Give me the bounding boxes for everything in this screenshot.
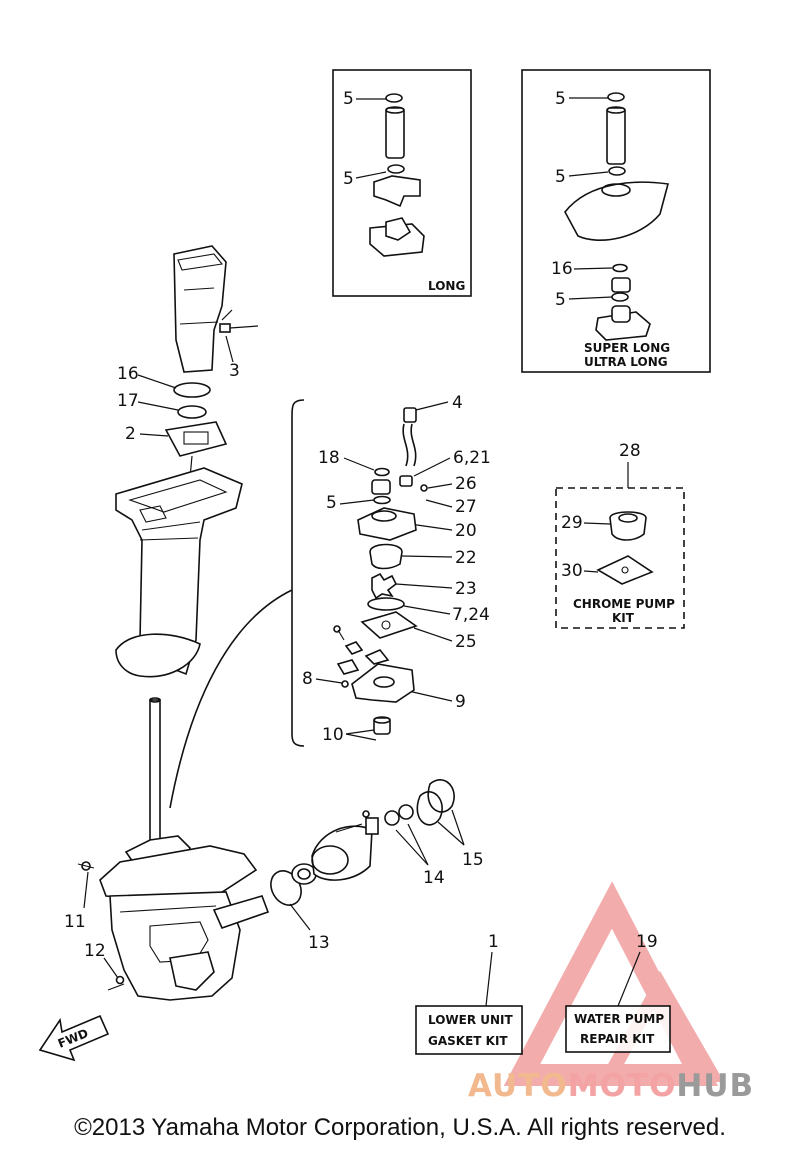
label-repair-kit: REPAIR KIT <box>580 1032 655 1046</box>
copyright-text: ©2013 Yamaha Motor Corporation, U.S.A. A… <box>74 1114 726 1141</box>
watermark-auto: AUTO <box>468 1068 568 1104</box>
callout-13: 13 <box>308 933 330 953</box>
callout-27: 27 <box>455 497 477 517</box>
callout-12: 12 <box>84 941 106 961</box>
callout-1: 1 <box>488 932 499 952</box>
callout-26: 26 <box>455 474 477 494</box>
callout-8: 8 <box>302 669 313 689</box>
callout-28: 28 <box>619 441 641 461</box>
callout-18: 18 <box>318 448 340 468</box>
callout-19: 19 <box>636 932 658 952</box>
callout-3: 3 <box>229 361 240 381</box>
inset-super-long: 5 5 16 5 SUPER LONG ULTRA LONG <box>521 69 711 373</box>
callout-14: 14 <box>423 868 445 888</box>
watermark-hub: HUB <box>676 1068 755 1104</box>
callout-25: 25 <box>455 632 477 652</box>
kit-lower-unit-gasket: 1 LOWER UNIT GASKET KIT <box>415 932 523 1055</box>
lower-unit: 11 12 13 14 15 <box>64 697 484 1001</box>
callout-23: 23 <box>455 579 477 599</box>
callout-29: 29 <box>561 513 583 533</box>
watermark-text: AUTOMOTOHUB <box>468 1068 798 1104</box>
callout-5: 5 <box>555 89 566 109</box>
callout-2: 2 <box>125 424 136 444</box>
callout-5: 5 <box>555 290 566 310</box>
callout-5: 5 <box>555 167 566 187</box>
label-gasket-kit: GASKET KIT <box>428 1034 508 1048</box>
callout-15: 15 <box>462 850 484 870</box>
label-super-long: SUPER LONG <box>584 341 670 355</box>
callout-16: 16 <box>117 364 139 384</box>
callout-7-24: 7,24 <box>452 605 490 625</box>
callout-5: 5 <box>343 169 354 189</box>
label-lower-unit: LOWER UNIT <box>428 1013 514 1027</box>
callout-30: 30 <box>561 561 583 581</box>
callout-11: 11 <box>64 912 86 932</box>
callout-20: 20 <box>455 521 477 541</box>
callout-22: 22 <box>455 548 477 568</box>
callout-5: 5 <box>343 89 354 109</box>
callout-5: 5 <box>326 493 337 513</box>
inset-long: 5 5 LONG <box>332 69 472 297</box>
label-long: LONG <box>428 279 465 293</box>
callout-9: 9 <box>455 692 466 712</box>
chrome-pump-kit: 28 29 30 CHROME PUMP KIT <box>555 441 685 629</box>
water-pump-exploded: 4 18 6,21 26 5 27 20 22 23 7,24 25 <box>169 393 491 809</box>
label-chrome-pump: CHROME PUMP <box>573 597 675 611</box>
watermark-moto: MOTO <box>567 1068 677 1104</box>
callout-16: 16 <box>551 259 573 279</box>
upper-casing: 3 16 17 2 <box>115 245 259 678</box>
kit-water-pump-repair: 19 WATER PUMP REPAIR KIT <box>565 932 671 1053</box>
label-chrome-kit: KIT <box>612 611 635 625</box>
label-water-pump: WATER PUMP <box>574 1012 664 1026</box>
callout-6-21: 6,21 <box>453 448 491 468</box>
callout-17: 17 <box>117 391 139 411</box>
fwd-arrow-icon: FWD <box>38 1014 110 1062</box>
label-ultra-long: ULTRA LONG <box>584 355 668 369</box>
callout-4: 4 <box>452 393 463 413</box>
callout-10: 10 <box>322 725 344 745</box>
